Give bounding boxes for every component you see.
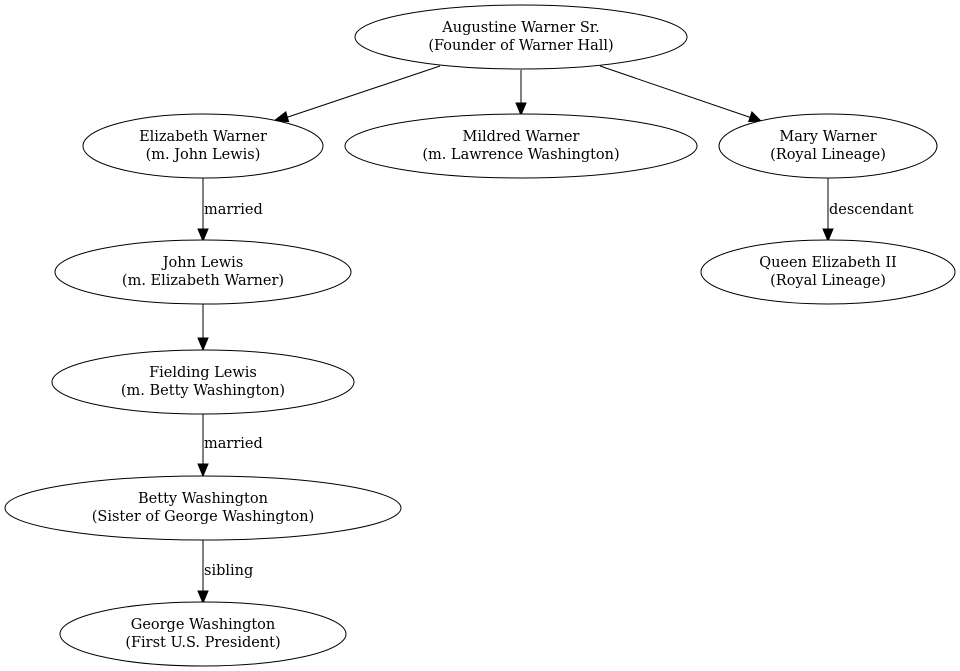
- node-note: (First U.S. President): [125, 635, 280, 651]
- edge-label-married: married: [204, 436, 263, 452]
- node-note: (m. Elizabeth Warner): [122, 273, 284, 289]
- edge-augustine-elizabeth: [272, 65, 441, 123]
- node-note: (Royal Lineage): [770, 273, 886, 289]
- node-note: (Royal Lineage): [770, 147, 886, 163]
- node-john-lewis: John Lewis (m. Elizabeth Warner): [54, 239, 352, 305]
- node-betty-washington: Betty Washington (Sister of George Washi…: [4, 475, 402, 541]
- edge-betty-george: sibling: [197, 540, 253, 605]
- node-elizabeth-warner: Elizabeth Warner (m. John Lewis): [82, 113, 324, 179]
- node-name: George Washington: [131, 617, 276, 633]
- node-name: John Lewis: [161, 255, 244, 271]
- node-note: (m. Betty Washington): [121, 383, 285, 399]
- node-name: Betty Washington: [138, 491, 268, 507]
- node-queen-elizabeth-ii: Queen Elizabeth II (Royal Lineage): [700, 239, 956, 305]
- node-fielding-lewis: Fielding Lewis (m. Betty Washington): [51, 349, 355, 415]
- edge-augustine-mary: [599, 65, 763, 123]
- edge-elizabeth-john: married: [197, 178, 263, 243]
- arrow-head: [197, 590, 209, 605]
- edge-augustine-mildred: [515, 70, 527, 117]
- node-note: (m. John Lewis): [146, 147, 261, 163]
- arrow-head: [197, 463, 209, 478]
- edge-label-descendant: descendant: [829, 202, 914, 218]
- edge-label-sibling: sibling: [204, 563, 253, 579]
- edge-label-married: married: [204, 202, 263, 218]
- node-mildred-warner: Mildred Warner (m. Lawrence Washington): [344, 113, 698, 179]
- arrow-head: [747, 110, 763, 123]
- edge-fielding-betty: married: [197, 413, 263, 478]
- node-name: Mildred Warner: [463, 129, 580, 145]
- node-george-washington: George Washington (First U.S. President): [59, 601, 347, 667]
- node-note: (m. Lawrence Washington): [422, 147, 619, 163]
- node-name: Fielding Lewis: [149, 365, 257, 381]
- node-note: (Sister of George Washington): [92, 509, 315, 525]
- arrow-head: [822, 228, 834, 243]
- node-name: Augustine Warner Sr.: [441, 20, 599, 36]
- node-mary-warner: Mary Warner (Royal Lineage): [718, 113, 938, 179]
- arrow-head: [197, 337, 209, 352]
- node-name: Queen Elizabeth II: [759, 255, 897, 271]
- node-name: Mary Warner: [779, 129, 876, 145]
- edge-john-fielding: [197, 304, 209, 352]
- arrow-head: [515, 102, 527, 117]
- edge-mary-queen: descendant: [822, 178, 914, 243]
- node-augustine-warner: Augustine Warner Sr. (Founder of Warner …: [354, 4, 688, 70]
- arrow-head: [197, 228, 209, 243]
- node-name: Elizabeth Warner: [139, 129, 267, 145]
- node-note: (Founder of Warner Hall): [428, 38, 613, 54]
